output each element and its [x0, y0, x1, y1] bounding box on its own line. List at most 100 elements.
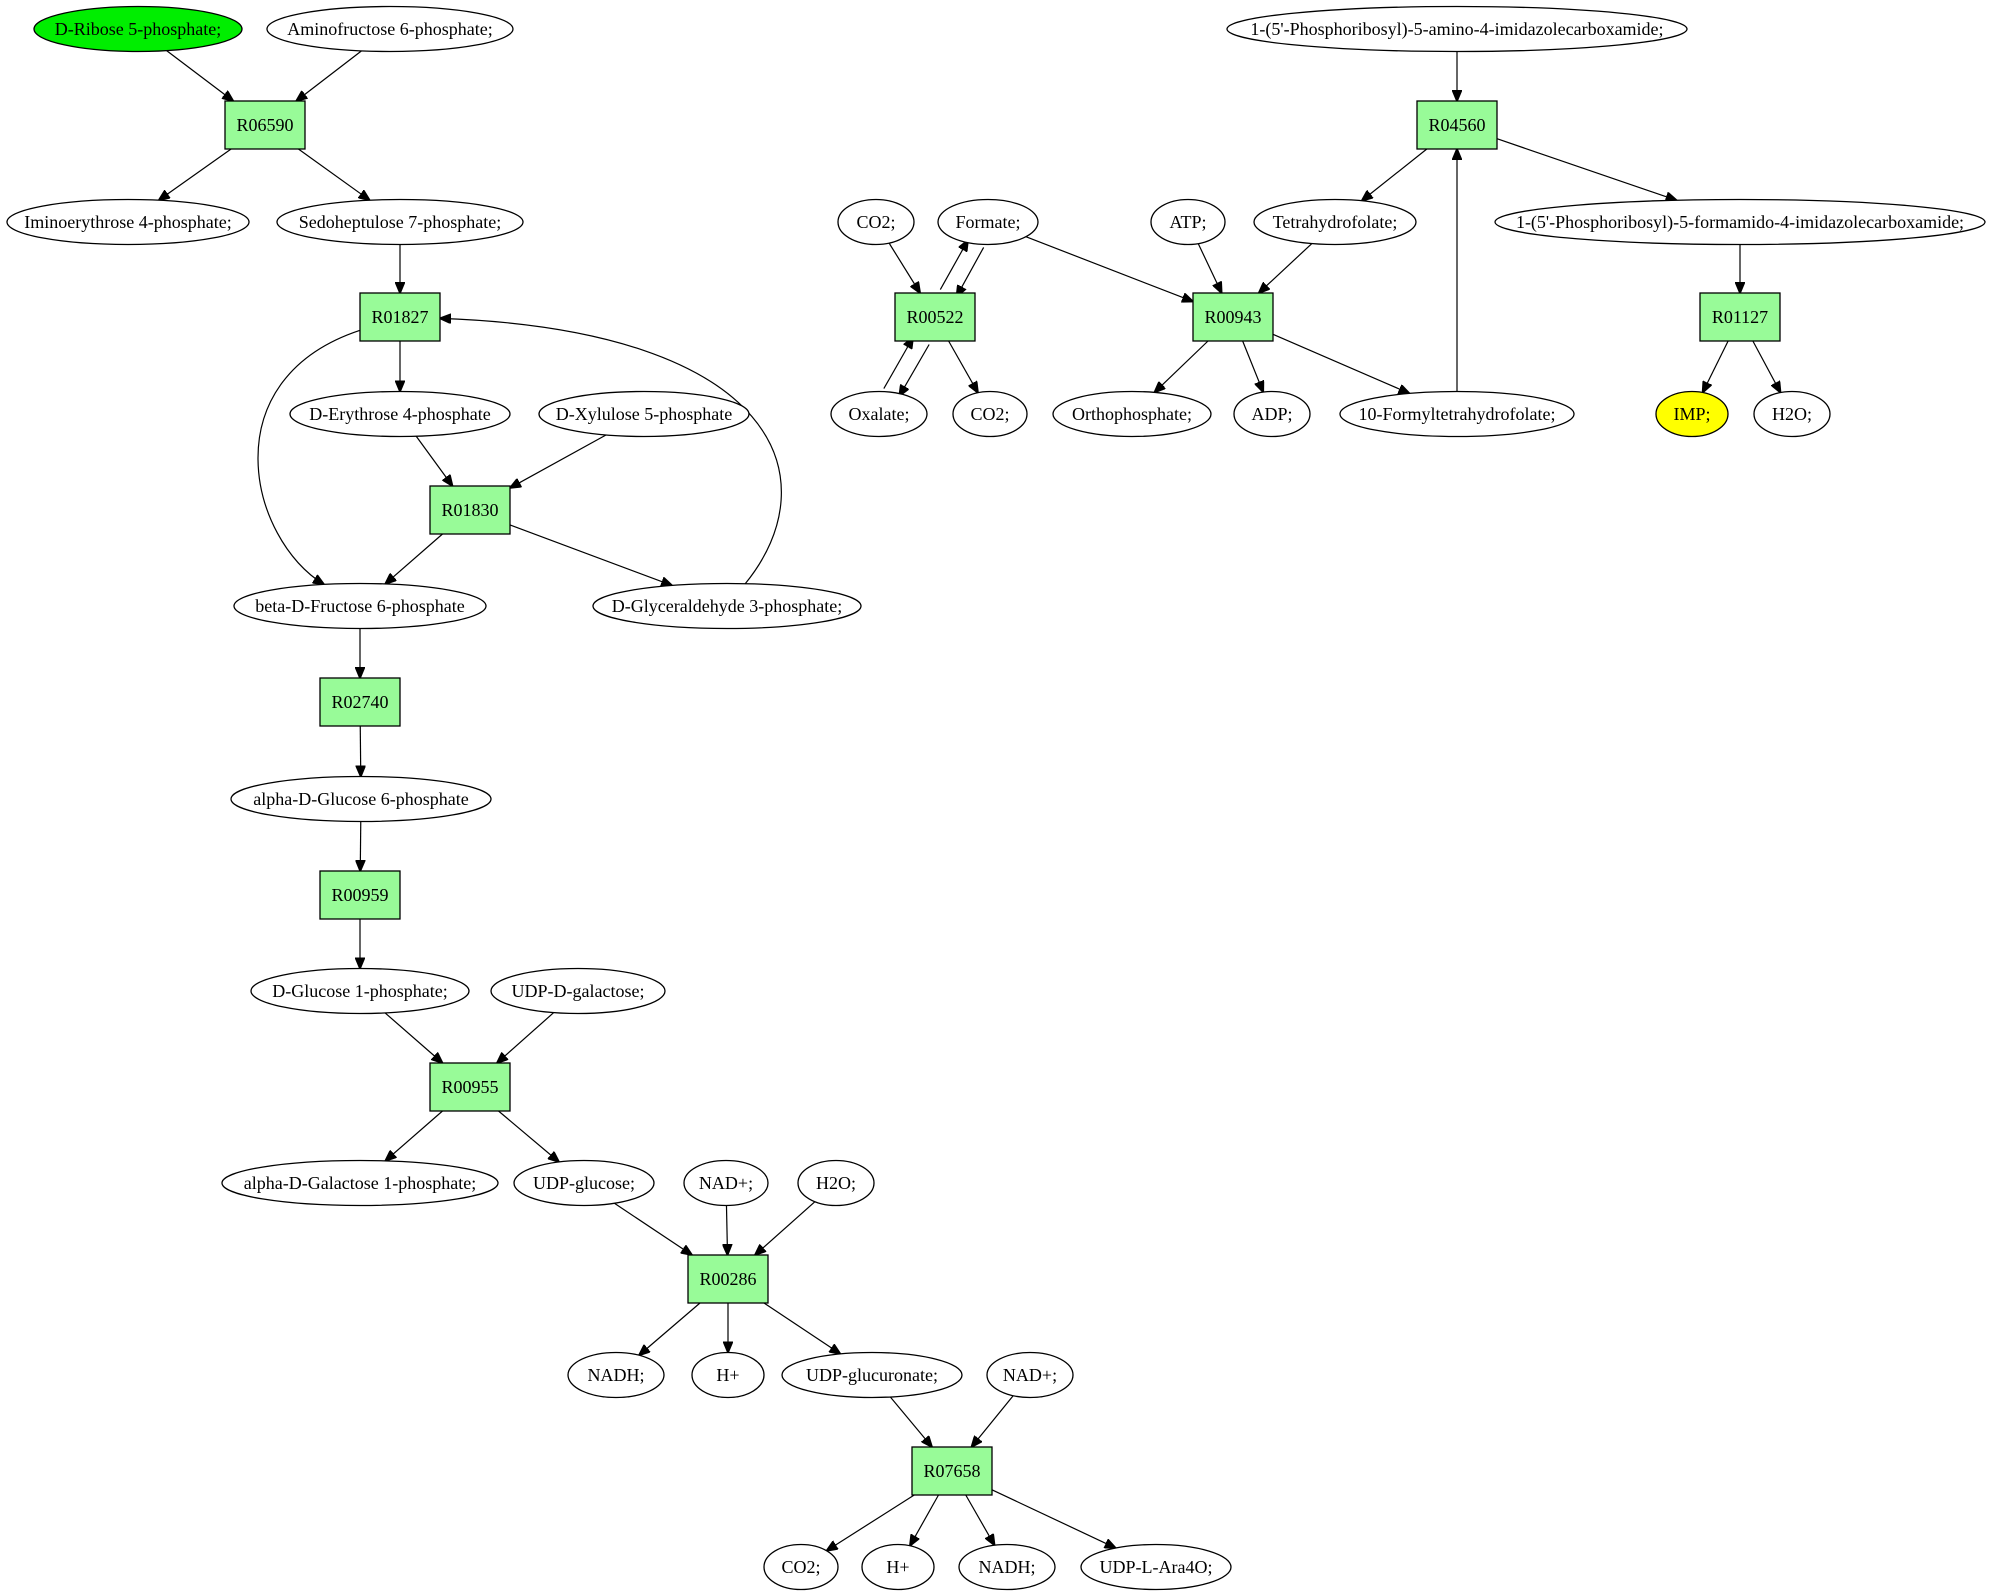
- compound-ellipse: [691, 1351, 765, 1399]
- node-label: R00286: [699, 1269, 756, 1289]
- compound-node-sedoheptulose-7-phosphate: Sedoheptulose 7-phosphate;: [276, 198, 524, 246]
- reaction-box: [1416, 100, 1498, 150]
- compound-node-iminoerythrose-4-phosphate: Iminoerythrose 4-phosphate;: [6, 198, 250, 246]
- nodes-layer: D-Ribose 5-phosphate; Aminofructose 6-pho…: [6, 5, 1986, 1591]
- edge-R00943-to-10fthf: [1272, 333, 1410, 393]
- compound-ellipse: [33, 5, 243, 53]
- compound-ellipse: [250, 967, 470, 1015]
- edge-formate-to-R00522: [957, 247, 985, 296]
- reaction-box: [319, 677, 401, 727]
- compound-node-udp-l-ara4o: UDP-L-Ara4O;: [1080, 1543, 1232, 1591]
- compound-ellipse: [490, 967, 666, 1015]
- edge-R00522-to-oxalate: [899, 344, 930, 396]
- compound-node-co2: CO2;: [952, 390, 1028, 438]
- compound-node-alpha-d-glucose-6-phosphate: alpha-D-Glucose 6-phosphate: [230, 775, 492, 823]
- reaction-node-r01127: R01127: [1699, 292, 1781, 342]
- compound-node-d-ribose-5-phosphate: D-Ribose 5-phosphate;: [33, 5, 243, 53]
- compound-ellipse: [937, 198, 1039, 246]
- compound-ellipse: [1655, 390, 1729, 438]
- node-label: R00955: [441, 1077, 498, 1097]
- edge-R00943-to-adp: [1242, 340, 1264, 392]
- reaction-node-r01827: R01827: [359, 292, 441, 342]
- edge-R01830-to-bfructose6p: [385, 533, 443, 584]
- compound-ellipse: [1253, 198, 1417, 246]
- compound-ellipse: [230, 775, 492, 823]
- edge-R00522-to-co2_2: [948, 340, 978, 393]
- node-label: alpha-D-Glucose 6-phosphate: [253, 789, 468, 809]
- compound-ellipse: [837, 198, 915, 246]
- edges-layer: [159, 50, 1781, 1551]
- compound-node-imp: IMP;: [1655, 390, 1729, 438]
- compound-ellipse: [1233, 390, 1311, 438]
- compound-node-oxalate: Oxalate;: [830, 390, 928, 438]
- compound-node-udp-d-galactose: UDP-D-galactose;: [490, 967, 666, 1015]
- compound-ellipse: [797, 1159, 875, 1207]
- compound-ellipse: [289, 390, 511, 438]
- node-label: NADH;: [588, 1365, 645, 1385]
- compound-ellipse: [952, 390, 1028, 438]
- compound-node-udp-glucuronate: UDP-glucuronate;: [781, 1351, 963, 1399]
- edge-R00522-to-formate: [939, 240, 968, 290]
- compound-node-nadh: NADH;: [958, 1543, 1056, 1591]
- compound-ellipse: [1339, 390, 1575, 438]
- compound-ellipse: [861, 1543, 935, 1591]
- compound-node-co2: CO2;: [763, 1543, 839, 1591]
- node-label: CO2;: [856, 212, 895, 232]
- node-label: ADP;: [1251, 404, 1292, 424]
- node-label: Formate;: [956, 212, 1021, 232]
- edge-glucose1p-to-R00955: [384, 1012, 442, 1063]
- edge-formate-to-R00943: [1025, 236, 1193, 302]
- edge-ribose5p-to-R06590: [166, 50, 234, 101]
- node-label: NADH;: [979, 1557, 1036, 1577]
- node-label: UDP-glucuronate;: [806, 1365, 938, 1385]
- node-label: Tetrahydrofolate;: [1273, 212, 1398, 232]
- node-label: R01827: [371, 307, 428, 327]
- node-label: 10-Formyltetrahydrofolate;: [1359, 404, 1556, 424]
- edge-R02740-to-aglucose6p: [360, 725, 361, 777]
- reaction-node-r00943: R00943: [1192, 292, 1274, 342]
- node-label: D-Glyceraldehyde 3-phosphate;: [612, 596, 842, 616]
- compound-ellipse: [567, 1351, 665, 1399]
- node-label: Orthophosphate;: [1072, 404, 1192, 424]
- node-label: R07658: [923, 1461, 980, 1481]
- node-label: D-Erythrose 4-phosphate: [309, 404, 490, 424]
- edge-glyceraldehyde3p-to-R01827: [440, 318, 782, 585]
- edge-R07658-to-hplus_2: [910, 1494, 940, 1546]
- node-label: R00943: [1204, 307, 1261, 327]
- node-label: H2O;: [1772, 404, 1812, 424]
- compound-node-formate: Formate;: [937, 198, 1039, 246]
- reaction-box: [911, 1446, 993, 1496]
- compound-ellipse: [1080, 1543, 1232, 1591]
- node-label: R00959: [331, 885, 388, 905]
- edge-R00286-to-udpglucuronate: [763, 1302, 840, 1354]
- edge-nadplus_2-to-R07658: [972, 1395, 1014, 1447]
- edge-R00955-to-agalactose1p: [385, 1110, 443, 1161]
- node-label: Aminofructose 6-phosphate;: [287, 19, 492, 39]
- edge-R01127-to-imp: [1703, 340, 1729, 393]
- node-label: NAD+;: [699, 1173, 753, 1193]
- compound-ellipse: [683, 1159, 769, 1207]
- compound-node-co2: CO2;: [837, 198, 915, 246]
- node-label: R00522: [906, 307, 963, 327]
- reaction-box: [319, 870, 401, 920]
- compound-ellipse: [266, 5, 514, 53]
- edge-h2o_1-to-R00286: [755, 1201, 816, 1255]
- edge-R01830-to-glyceraldehyde3p: [509, 524, 672, 586]
- compound-ellipse: [986, 1351, 1074, 1399]
- compound-node-d-glyceraldehyde-3-phosphate: D-Glyceraldehyde 3-phosphate;: [592, 582, 862, 630]
- reaction-node-r00522: R00522: [894, 292, 976, 342]
- compound-node-h: H+: [691, 1351, 765, 1399]
- edge-co2_1-to-R00522: [888, 242, 920, 293]
- edge-udpglucuronate-to-R07658: [889, 1396, 932, 1447]
- node-label: D-Ribose 5-phosphate;: [55, 19, 221, 39]
- compound-node-d-erythrose-4-phosphate: D-Erythrose 4-phosphate: [289, 390, 511, 438]
- compound-node-nad: NAD+;: [986, 1351, 1074, 1399]
- compound-node-nadh: NADH;: [567, 1351, 665, 1399]
- reaction-box: [359, 292, 441, 342]
- reaction-box: [687, 1254, 769, 1304]
- node-label: H2O;: [816, 1173, 856, 1193]
- edge-aglucose6p-to-R00959: [360, 821, 361, 871]
- compound-ellipse: [830, 390, 928, 438]
- reaction-node-r04560: R04560: [1416, 100, 1498, 150]
